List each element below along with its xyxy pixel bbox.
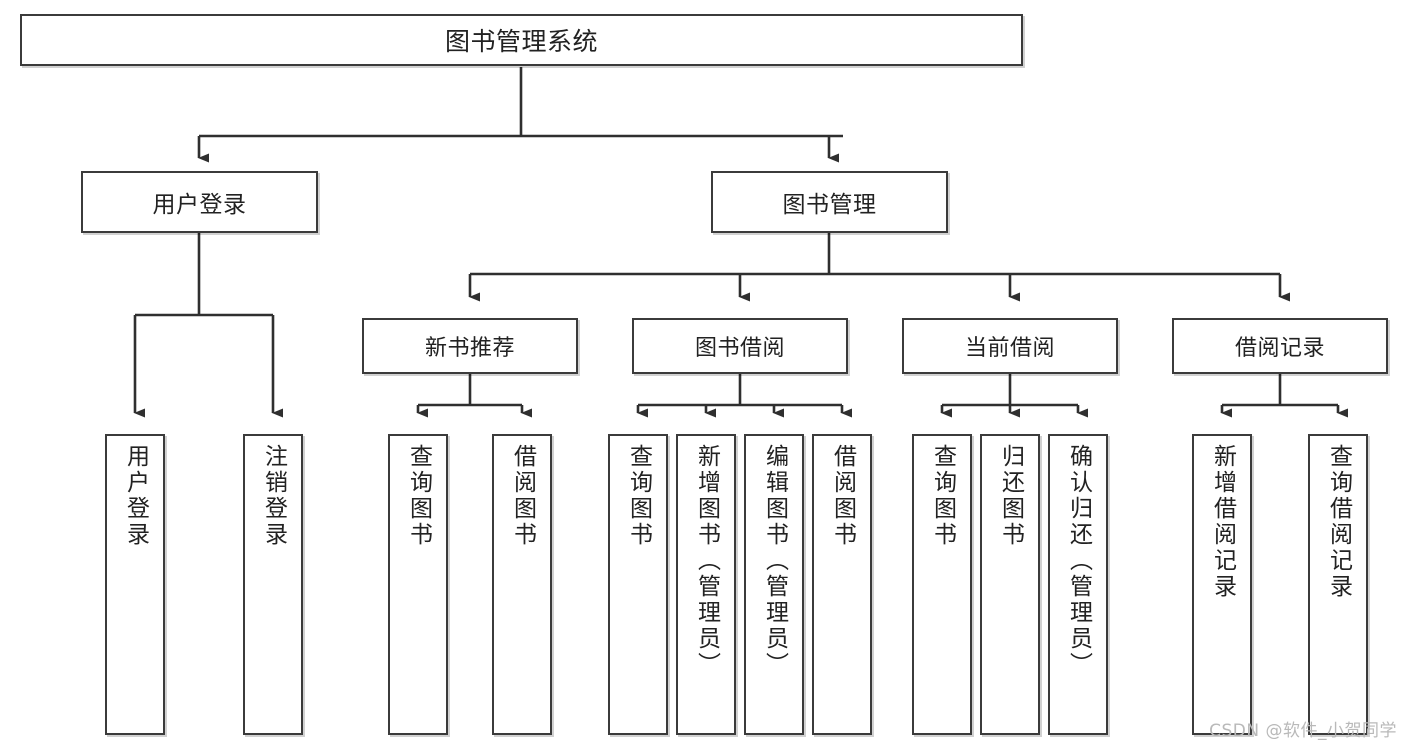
node-label: 借阅图书 bbox=[829, 444, 856, 548]
node-book-management[interactable]: 图书管理 bbox=[711, 171, 948, 233]
node-label: 确认归还（管理员） bbox=[1065, 444, 1092, 678]
node-label: 图书管理 bbox=[782, 192, 877, 218]
node-label: 查询图书 bbox=[405, 444, 432, 548]
node-label: 用户登录 bbox=[152, 192, 247, 218]
node-current-borrow[interactable]: 当前借阅 bbox=[902, 318, 1118, 374]
node-label: 图书管理系统 bbox=[444, 27, 598, 56]
node-label: 借阅记录 bbox=[1234, 336, 1325, 361]
node-label: 归还图书 bbox=[997, 444, 1024, 548]
leaf-borrow-edit-book-admin[interactable]: 编辑图书（管理员） bbox=[744, 434, 804, 735]
leaf-borrow-borrow-book[interactable]: 借阅图书 bbox=[812, 434, 872, 735]
node-root-system[interactable]: 图书管理系统 bbox=[20, 14, 1023, 66]
csdn-watermark: CSDN @软件_小贺同学 bbox=[1209, 721, 1397, 741]
leaf-current-return-book[interactable]: 归还图书 bbox=[980, 434, 1040, 735]
leaf-borrow-query-book[interactable]: 查询图书 bbox=[608, 434, 668, 735]
node-user-login[interactable]: 用户登录 bbox=[81, 171, 318, 233]
node-label: 图书借阅 bbox=[694, 336, 785, 361]
node-label: 编辑图书（管理员） bbox=[761, 444, 788, 678]
node-label: 当前借阅 bbox=[964, 336, 1055, 361]
node-new-book-recommend[interactable]: 新书推荐 bbox=[362, 318, 578, 374]
node-book-borrow[interactable]: 图书借阅 bbox=[632, 318, 848, 374]
node-label: 借阅图书 bbox=[509, 444, 536, 548]
leaf-user-login-signout[interactable]: 注销登录 bbox=[243, 434, 303, 735]
node-label: 查询借阅记录 bbox=[1325, 444, 1352, 600]
leaf-current-query-book[interactable]: 查询图书 bbox=[912, 434, 972, 735]
node-label: 用户登录 bbox=[122, 444, 149, 548]
node-label: 查询图书 bbox=[625, 444, 652, 548]
node-label: 查询图书 bbox=[929, 444, 956, 548]
node-label: 新增图书（管理员） bbox=[693, 444, 720, 678]
node-label: 新书推荐 bbox=[424, 336, 515, 361]
leaf-borrow-add-book-admin[interactable]: 新增图书（管理员） bbox=[676, 434, 736, 735]
leaf-records-add-record[interactable]: 新增借阅记录 bbox=[1192, 434, 1252, 735]
leaf-user-login-signin[interactable]: 用户登录 bbox=[105, 434, 165, 735]
leaf-recommend-borrow-book[interactable]: 借阅图书 bbox=[492, 434, 552, 735]
node-label: 新增借阅记录 bbox=[1209, 444, 1236, 600]
leaf-current-confirm-return-admin[interactable]: 确认归还（管理员） bbox=[1048, 434, 1108, 735]
leaf-records-query-record[interactable]: 查询借阅记录 bbox=[1308, 434, 1368, 735]
leaf-recommend-query-book[interactable]: 查询图书 bbox=[388, 434, 448, 735]
node-label: 注销登录 bbox=[260, 444, 287, 548]
node-borrow-records[interactable]: 借阅记录 bbox=[1172, 318, 1388, 374]
